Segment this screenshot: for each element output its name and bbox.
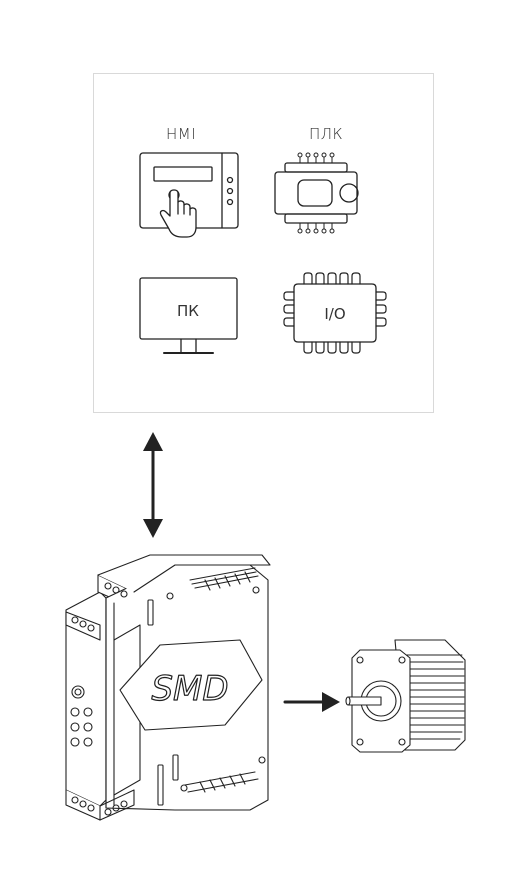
stepper-motor-icon: [345, 639, 466, 753]
pc-monitor-icon: ПК: [139, 277, 238, 354]
hmi-icon: [139, 152, 239, 238]
io-label: I/O: [324, 305, 345, 323]
smd-driver-icon: SMD: [65, 554, 271, 821]
smd-brand-label: SMD: [151, 669, 228, 709]
plc-icon: [274, 152, 359, 234]
control-devices-panel: [93, 73, 434, 413]
pc-label: ПК: [177, 302, 199, 320]
io-chip-icon: I/O: [283, 272, 387, 354]
bidirectional-arrow: [143, 432, 163, 538]
plc-label: ПЛК: [309, 125, 344, 143]
right-arrow: [283, 692, 340, 712]
hmi-label: HMI: [166, 125, 197, 143]
